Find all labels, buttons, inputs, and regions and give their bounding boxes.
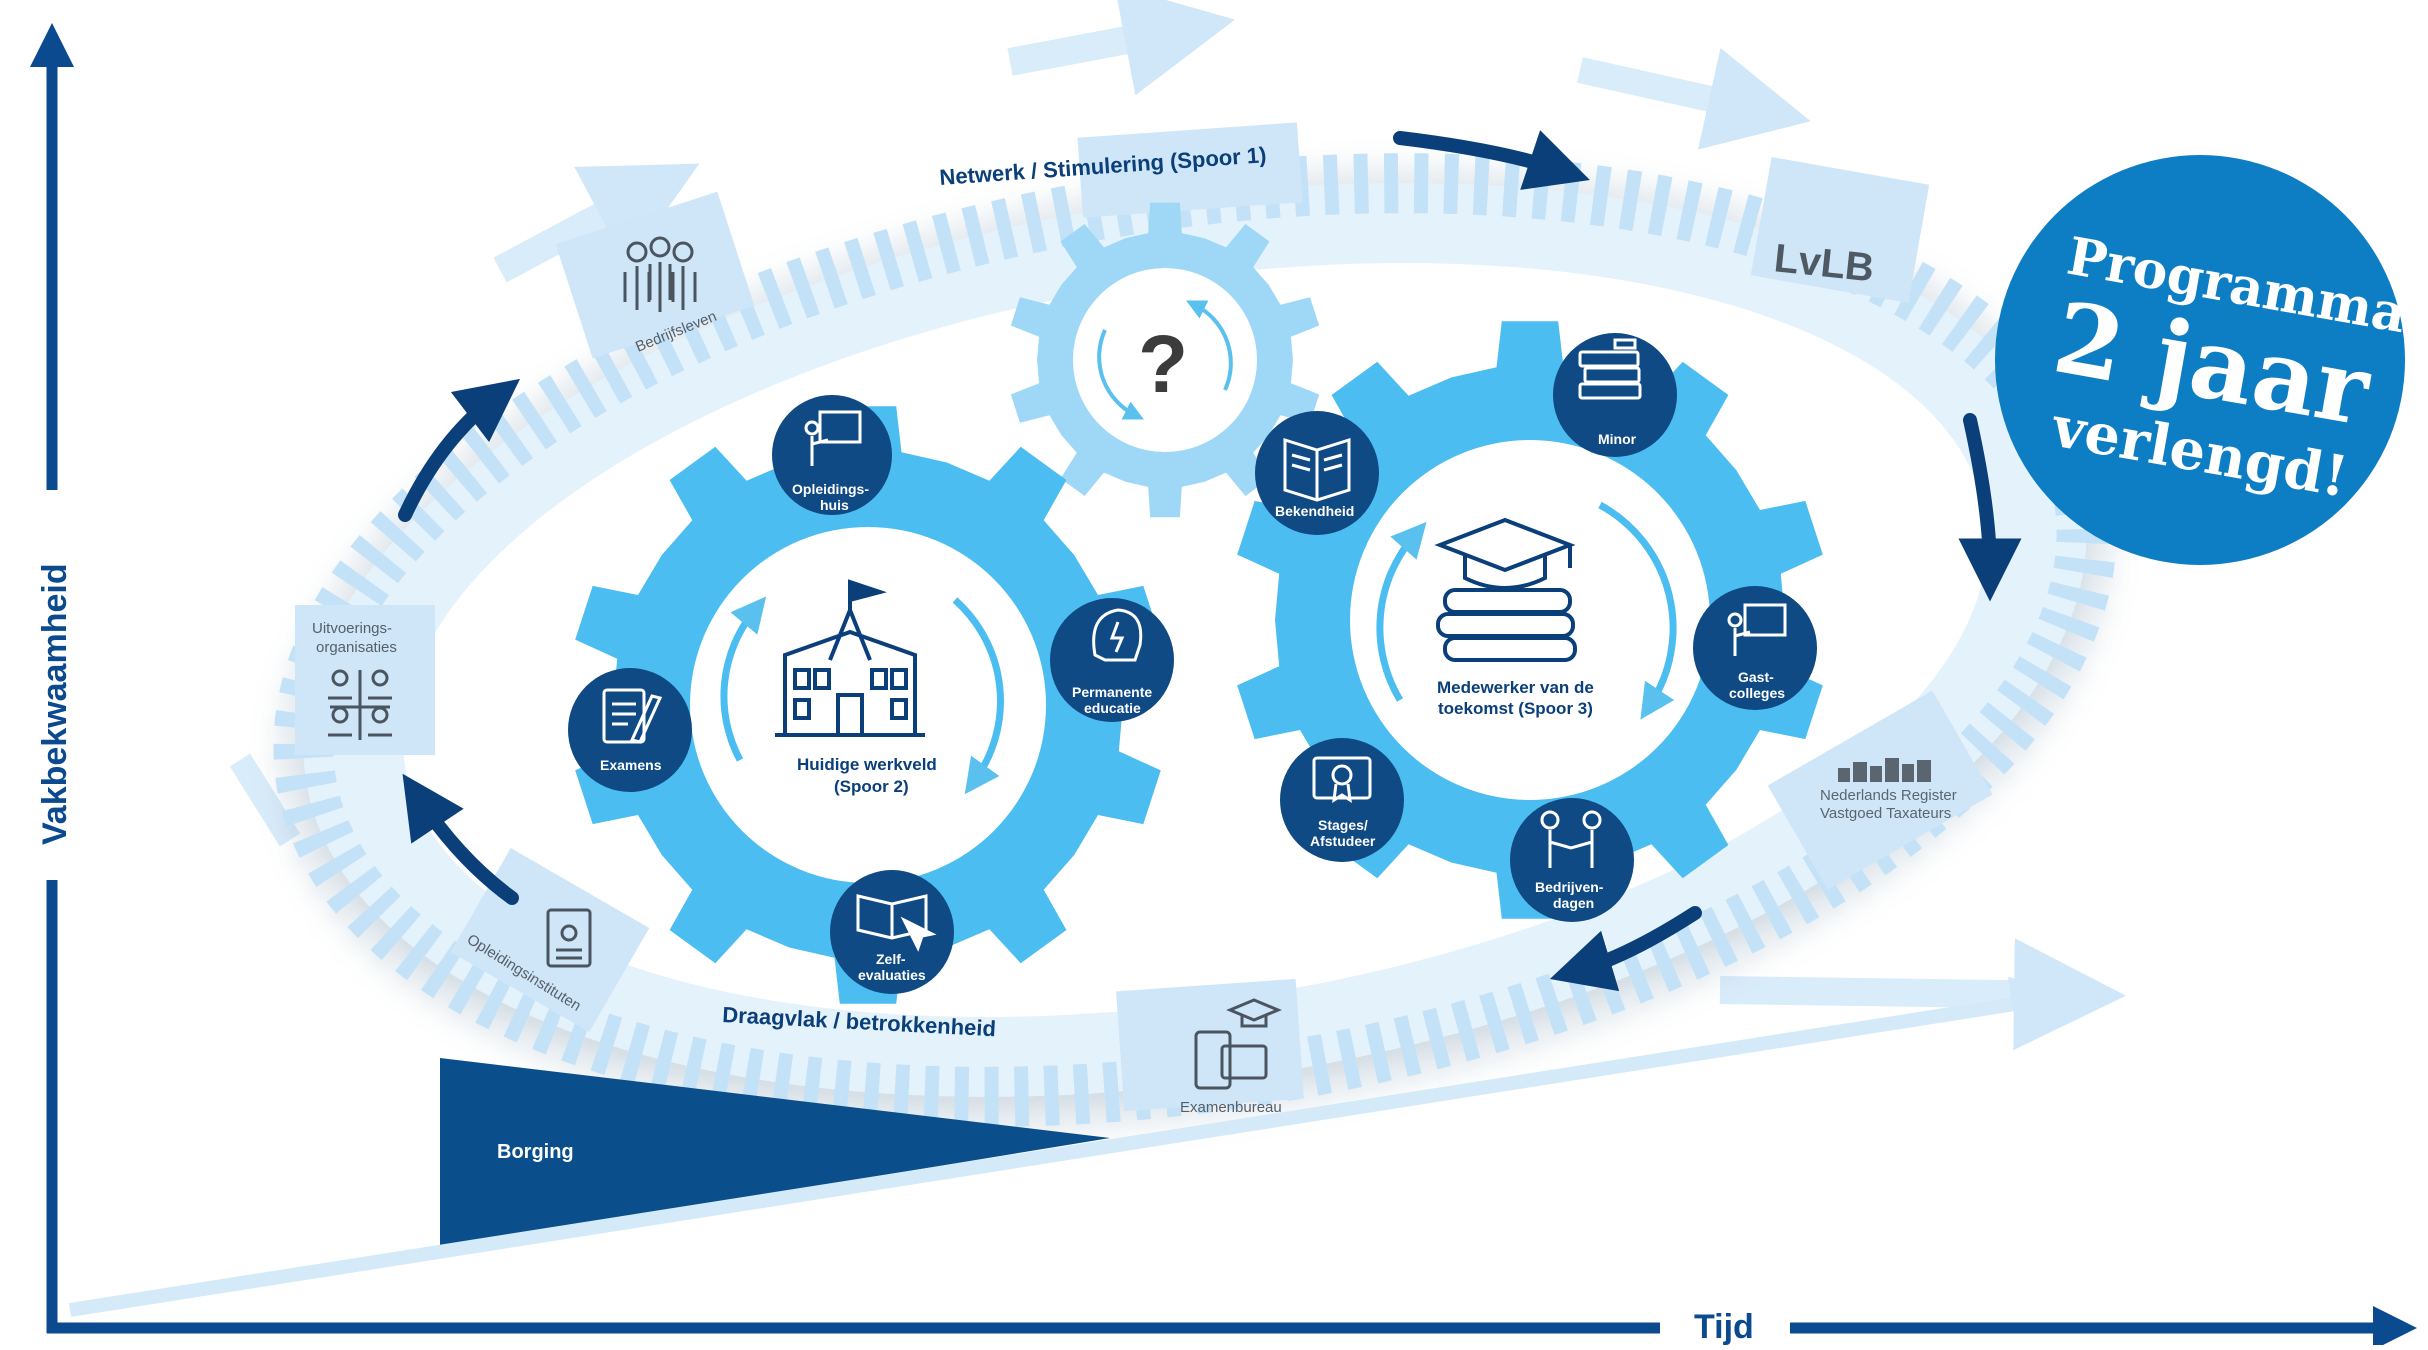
stages-line1: Stages/ [1318, 817, 1368, 833]
right-gear-title-1: Medewerker van de [1437, 678, 1594, 697]
lvlb-logo: LvLB [1772, 236, 1876, 290]
left-cycle-arrow-2 [952, 597, 1004, 795]
badge-opleidingshuis: Opleidings- huis [772, 395, 892, 515]
opleidingshuis-line1: Opleidings- [792, 481, 869, 497]
device-graduation-icon [1194, 998, 1282, 1090]
badge-bekendheid: Bekendheid [1255, 411, 1379, 535]
permanente-line1: Permanente [1072, 684, 1152, 700]
gast-line1: Gast- [1738, 669, 1774, 685]
axes: Vakbekwaamheid Tijd [30, 23, 2417, 1350]
head-idea-icon [1092, 608, 1143, 662]
ring-segments [295, 122, 1993, 1112]
segment-uitvoeringsorganisaties: Uitvoerings- organisaties [312, 620, 397, 740]
right-cycle-arrow-1 [1376, 521, 1427, 702]
minor-label: Minor [1598, 431, 1637, 447]
flow-arrows [398, 130, 2022, 992]
zelf-line1: Zelf- [876, 951, 906, 967]
permanente-line2: educatie [1084, 700, 1141, 716]
badge-bedrijvendagen: Bedrijven- dagen [1510, 798, 1634, 922]
nrvt-line2: Vastgoed Taxateurs [1820, 805, 1951, 822]
school-building-icon [775, 579, 925, 737]
bekendheid-label: Bekendheid [1275, 503, 1354, 519]
right-gear-title-2: toekomst (Spoor 3) [1438, 699, 1593, 718]
opleidingshuis-line2: huis [820, 497, 849, 513]
badge-permanente-educatie: Permanente educatie [1050, 598, 1174, 722]
borging-label: Borging [497, 1141, 574, 1163]
x-axis-label: Tijd [1694, 1308, 1754, 1345]
badge-zelf-evaluaties: Zelf- evaluaties [830, 870, 954, 994]
badge-minor: Minor [1553, 333, 1677, 457]
center-cycle-arrow-1 [1097, 329, 1144, 420]
guest-lecture-icon [1727, 603, 1787, 656]
books-stack-icon [1578, 338, 1642, 400]
uitvoering-line1: Uitvoerings- [312, 620, 392, 637]
zelf-line2: evaluaties [858, 967, 926, 983]
graduation-books-icon [1434, 517, 1577, 662]
bedrijven-line1: Bedrijven- [1535, 879, 1604, 895]
right-cycle-arrow-2 [1598, 501, 1677, 720]
stages-line2: Afstudeer [1310, 833, 1376, 849]
nrvt-line1: Nederlands Register [1820, 787, 1957, 804]
diploma-icon [546, 908, 592, 968]
certificate-icon [1312, 756, 1372, 803]
badge-stages: Stages/ Afstudeer [1280, 738, 1404, 862]
left-gear-title-1: Huidige werkveld [797, 755, 937, 774]
right-gear-hub [1350, 440, 1710, 800]
segment-examenbureau: Examenbureau [1180, 998, 1282, 1116]
open-book-icon [1283, 437, 1351, 502]
y-axis-label: Vakbekwaamheid [36, 563, 74, 845]
bedrijven-line2: dagen [1553, 895, 1594, 911]
gast-line2: colleges [1729, 685, 1785, 701]
badge-examens: Examens [568, 668, 692, 792]
presenter-icon [804, 410, 862, 466]
handshake-people-icon [1540, 810, 1602, 868]
uitvoering-line2: organisaties [316, 639, 397, 656]
examens-label: Examens [600, 757, 662, 773]
organisation-icon [328, 669, 392, 740]
question-mark: ? [1138, 319, 1188, 410]
borging-wedge [440, 1058, 1110, 1248]
segment-nrvt: Nederlands Register Vastgoed Taxateurs [1820, 758, 1957, 822]
growth-arrow [68, 976, 2068, 1317]
skyline-icon [1838, 758, 1931, 782]
left-gear-hub [690, 527, 1046, 883]
book-cursor-icon [856, 894, 937, 952]
left-gear-title-2: (Spoor 2) [834, 777, 909, 796]
left-cycle-arrow-1 [720, 596, 767, 762]
people-icon [623, 236, 697, 312]
badge-gastcolleges: Gast- colleges [1693, 586, 1817, 710]
program-extended-badge: Programma 2 jaar verlengd! [1995, 155, 2411, 565]
exam-document-icon [602, 688, 663, 744]
examenbureau-label: Examenbureau [1180, 1099, 1282, 1116]
center-cycle-arrow-2 [1186, 300, 1233, 391]
